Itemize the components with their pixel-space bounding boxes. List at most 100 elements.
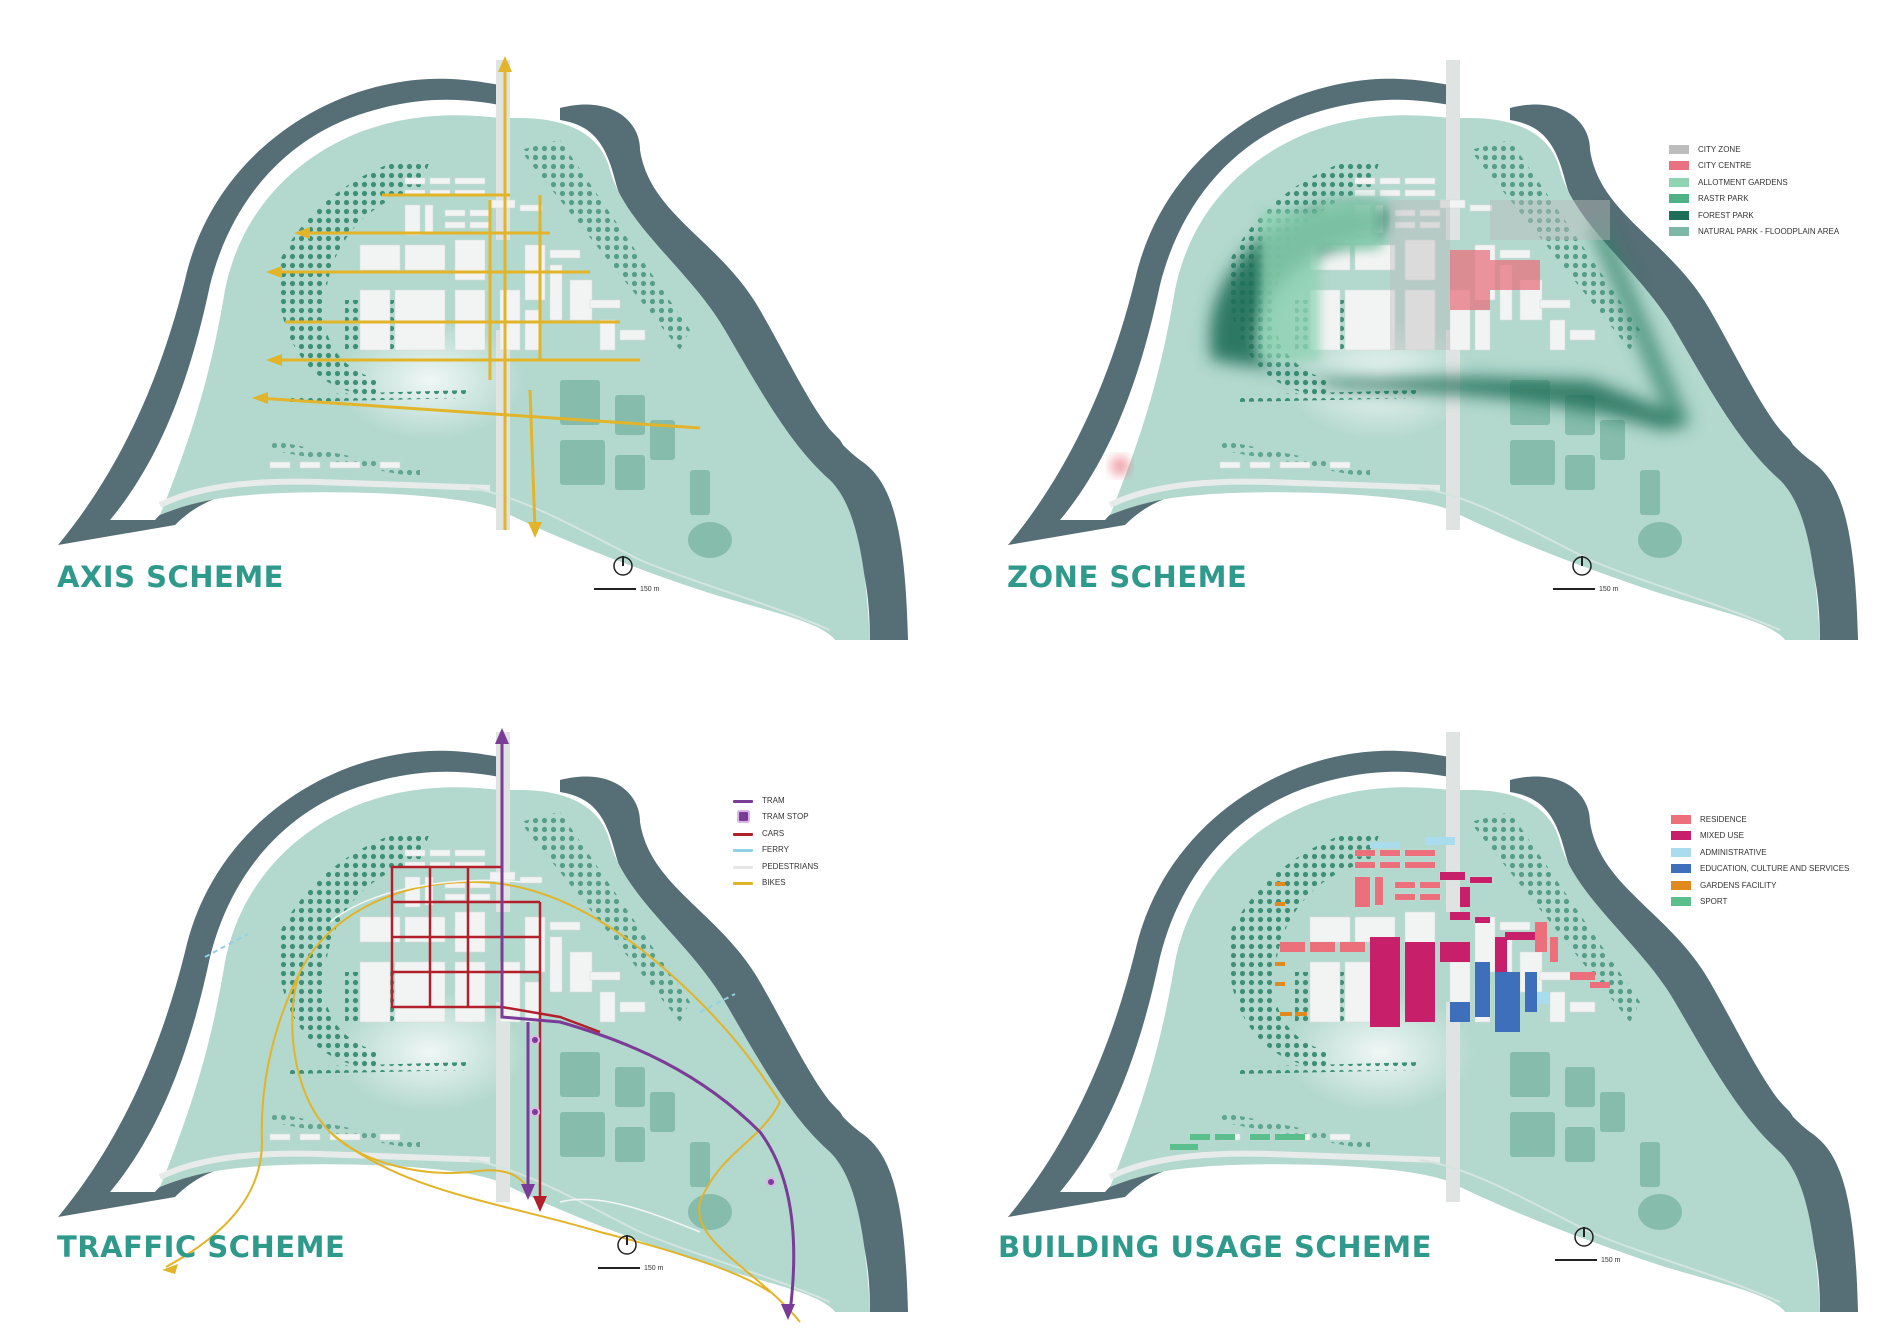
- legend-item: GARDENS FACILITY: [1671, 877, 1849, 894]
- legend-swatch: [1671, 880, 1691, 890]
- legend-label: NATURAL PARK - FLOODPLAIN AREA: [1698, 227, 1840, 237]
- zone-scheme-title: ZONE SCHEME: [1007, 560, 1248, 594]
- legend-swatch: [733, 862, 753, 871]
- legend-label: CARS: [762, 828, 785, 838]
- sport-buildings: [1170, 1134, 1305, 1150]
- legend-swatch: [1671, 864, 1691, 874]
- legend-swatch: [1671, 814, 1691, 824]
- legend-label: TRAM: [762, 795, 785, 805]
- legend-item: CITY ZONE: [1669, 141, 1839, 158]
- legend-label: SPORT: [1700, 897, 1728, 907]
- legend-item: CARS: [733, 825, 818, 842]
- legend-swatch: [733, 845, 753, 854]
- scale-label: 150 m: [640, 586, 660, 593]
- traffic-scheme-map: [0, 728, 950, 1323]
- legend-item: EDUCATION, CULTURE AND SERVICES: [1671, 861, 1849, 878]
- legend-swatch: [733, 829, 753, 838]
- usage-legend: RESIDENCE MIXED USE ADMINISTRATIVE EDUCA…: [1671, 811, 1849, 910]
- panel-traffic-scheme: TRAM TRAM STOP CARS FERRY PEDESTRIANS BI…: [0, 672, 950, 1344]
- legend-swatch: [1669, 227, 1689, 237]
- legend-item: NATURAL PARK - FLOODPLAIN AREA: [1669, 224, 1839, 241]
- axis-arrowheads: [252, 56, 542, 538]
- north-arrow-icon: [598, 1235, 640, 1269]
- panel-building-usage-scheme: RESIDENCE MIXED USE ADMINISTRATIVE EDUCA…: [950, 672, 1900, 1344]
- legend-label: ALLOTMENT GARDENS: [1698, 177, 1788, 187]
- city-centre-zone: [1450, 250, 1540, 310]
- legend-label: EDUCATION, CULTURE AND SERVICES: [1700, 864, 1850, 874]
- scale-label: 150 m: [1601, 1257, 1621, 1264]
- legend-swatch: [733, 796, 753, 805]
- north-arrow-icon: [1553, 556, 1595, 590]
- forest-park-zone: [1209, 204, 1690, 430]
- legend-item: RASTR PARK: [1669, 191, 1839, 208]
- scale-bar: 150 m: [598, 1232, 663, 1276]
- legend-label: ADMINISTRATIVE: [1700, 847, 1767, 857]
- gardens-facility-buildings: [1275, 882, 1307, 1016]
- legend-label: FERRY: [762, 845, 789, 855]
- scale-bar: 150 m: [1555, 1224, 1620, 1268]
- legend-item: FERRY: [733, 842, 818, 859]
- traffic-scheme-title: TRAFFIC SCHEME: [57, 1230, 346, 1264]
- legend-label: CITY CENTRE: [1698, 161, 1752, 171]
- legend-swatch: [1669, 161, 1689, 171]
- axis-lines: [257, 60, 701, 531]
- allotment-gardens-zone: [1260, 200, 1380, 360]
- legend-swatch: [1669, 144, 1689, 154]
- scale-label: 150 m: [644, 1265, 664, 1272]
- legend-swatch: [1669, 194, 1689, 204]
- car-arrow: [533, 1196, 547, 1212]
- legend-swatch: [1669, 210, 1689, 220]
- legend-swatch: [1671, 831, 1691, 841]
- legend-item: RESIDENCE: [1671, 811, 1849, 828]
- legend-item: TRAM: [733, 792, 818, 809]
- legend-swatch: [733, 878, 753, 887]
- legend-swatch: [1671, 897, 1691, 907]
- zone-scheme-map: [950, 0, 1900, 672]
- scale-bar: 150 m: [1553, 553, 1618, 597]
- panel-axis-scheme: AXIS SCHEME 150 m: [0, 0, 950, 672]
- legend-label: GARDENS FACILITY: [1700, 880, 1777, 890]
- legend-item: SPORT: [1671, 894, 1849, 911]
- tram-line: [500, 732, 796, 1313]
- building-usage-scheme-title: BUILDING USAGE SCHEME: [998, 1230, 1432, 1264]
- legend-swatch: [1671, 847, 1691, 857]
- legend-label: FOREST PARK: [1698, 210, 1754, 220]
- residence-buildings: [1280, 850, 1610, 988]
- ferry-lines: [204, 933, 736, 1013]
- zone-legend: CITY ZONE CITY CENTRE ALLOTMENT GARDENS …: [1669, 141, 1839, 240]
- legend-swatch: [1669, 177, 1689, 187]
- scale-bar: 150 m: [594, 553, 659, 597]
- legend-item: FOREST PARK: [1669, 207, 1839, 224]
- legend-item: BIKES: [733, 875, 818, 892]
- legend-label: RASTR PARK: [1698, 194, 1749, 204]
- legend-swatch: [733, 812, 753, 822]
- bike-arrow: [162, 1264, 178, 1274]
- legend-label: CITY ZONE: [1698, 144, 1741, 154]
- axis-scheme-map: [0, 56, 950, 672]
- city-zone: [1390, 200, 1610, 350]
- legend-item: PEDESTRIANS: [733, 858, 818, 875]
- building-usage-map: [950, 672, 1900, 1344]
- tram-stops: [530, 1035, 776, 1187]
- city-centre-spot: [1110, 456, 1130, 476]
- panel-zone-scheme: CITY ZONE CITY CENTRE ALLOTMENT GARDENS …: [950, 0, 1900, 672]
- legend-label: MIXED USE: [1700, 831, 1745, 841]
- bikes-routes: [165, 880, 801, 1323]
- pedestrian-paths: [329, 879, 701, 1233]
- legend-label: RESIDENCE: [1700, 814, 1747, 824]
- legend-item: ADMINISTRATIVE: [1671, 844, 1849, 861]
- legend-item: TRAM STOP: [733, 809, 818, 826]
- legend-item: CITY CENTRE: [1669, 158, 1839, 175]
- legend-item: ALLOTMENT GARDENS: [1669, 174, 1839, 191]
- north-arrow-icon: [594, 556, 636, 590]
- legend-label: TRAM STOP: [762, 812, 809, 822]
- traffic-legend: TRAM TRAM STOP CARS FERRY PEDESTRIANS BI…: [733, 792, 818, 891]
- education-buildings: [1450, 962, 1537, 1032]
- north-arrow-icon: [1555, 1227, 1597, 1261]
- legend-label: BIKES: [762, 878, 786, 888]
- mixed-use-buildings: [1370, 872, 1535, 1027]
- legend-item: MIXED USE: [1671, 828, 1849, 845]
- tram-arrowheads: [495, 728, 795, 1320]
- scale-label: 150 m: [1599, 586, 1619, 593]
- axis-scheme-title: AXIS SCHEME: [57, 560, 284, 594]
